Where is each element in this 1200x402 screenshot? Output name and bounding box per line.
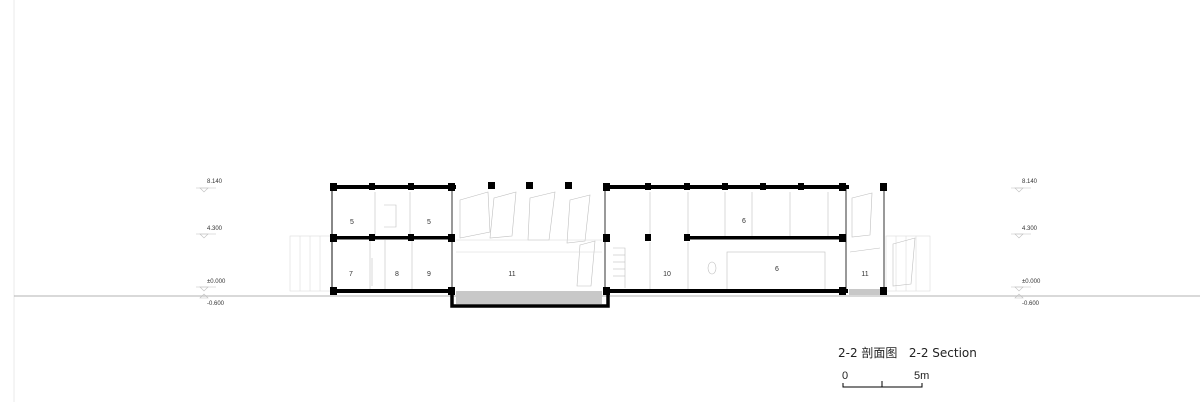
level-triangle [199, 286, 209, 292]
level-below-right: -0.600 [1022, 301, 1040, 307]
level-markers-left: 8.140 4.300 ±0.000 -0.600 [196, 179, 226, 307]
room-label: 10 [663, 271, 671, 278]
grey-plinth [849, 289, 883, 295]
room-label: 9 [427, 271, 431, 278]
room-label: 5 [427, 219, 431, 226]
background-elevation [289, 191, 931, 292]
room-label: 11 [508, 271, 515, 278]
room-label: 11 [861, 271, 868, 278]
level-triangle [199, 293, 209, 299]
sunken-pit-fill [456, 291, 602, 304]
level-triangle [1014, 286, 1024, 292]
level-ground-left: ±0.000 [207, 279, 226, 285]
ground-slab-right [603, 289, 848, 293]
level-first-left: 4.300 [207, 226, 223, 232]
level-first-right: 4.300 [1022, 226, 1038, 232]
drawing-title: 2-2 剖面图 2-2 Section [838, 346, 977, 360]
level-roof-right: 8.140 [1022, 179, 1038, 185]
level-roof-left: 8.140 [207, 179, 223, 185]
room-labels: 5 5 6 7 8 9 11 10 6 11 [349, 218, 869, 278]
level-triangle [1014, 233, 1024, 239]
roof-slab-left [330, 185, 456, 189]
scale-bar: 0 5m [842, 370, 929, 388]
scale-five: 5m [914, 370, 929, 382]
sunken-pit-outline [450, 289, 610, 308]
level-triangle [199, 233, 209, 239]
level-below-left: -0.600 [207, 301, 225, 307]
room-label: 6 [775, 266, 779, 273]
scale-zero: 0 [842, 370, 848, 382]
column-heads [330, 182, 887, 295]
floor-slab-left [332, 236, 454, 240]
room-label: 8 [395, 271, 399, 278]
room-label: 6 [742, 218, 746, 225]
level-triangle [1014, 293, 1024, 299]
level-triangle [1014, 187, 1024, 193]
room-label: 7 [349, 271, 353, 278]
level-triangle [199, 187, 209, 193]
floor-slab-right [684, 236, 846, 240]
level-ground-right: ±0.000 [1022, 279, 1041, 285]
ground-slab-left [330, 289, 454, 293]
room-label: 5 [350, 219, 354, 226]
building-structure [330, 182, 887, 308]
level-markers-right: 8.140 4.300 ±0.000 -0.600 [1011, 179, 1041, 307]
